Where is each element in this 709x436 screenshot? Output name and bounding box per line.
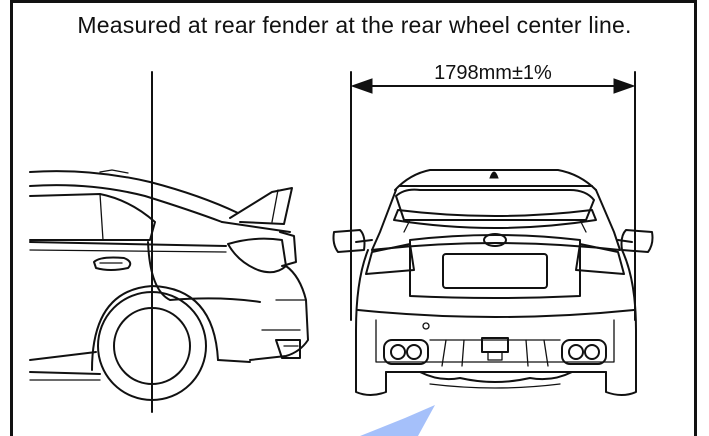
diagram-frame (10, 0, 697, 436)
dimension-arrow-left (350, 78, 373, 94)
watermark-mark (360, 405, 435, 436)
side-view-car (29, 169, 309, 401)
width-dimension-label: 1798mm±1% (434, 62, 552, 84)
diagram-caption: Measured at rear fender at the rear whee… (77, 12, 632, 38)
rear-view-car (332, 169, 654, 396)
dimension-arrow-right (613, 78, 636, 94)
width-dimension-line (350, 78, 636, 94)
